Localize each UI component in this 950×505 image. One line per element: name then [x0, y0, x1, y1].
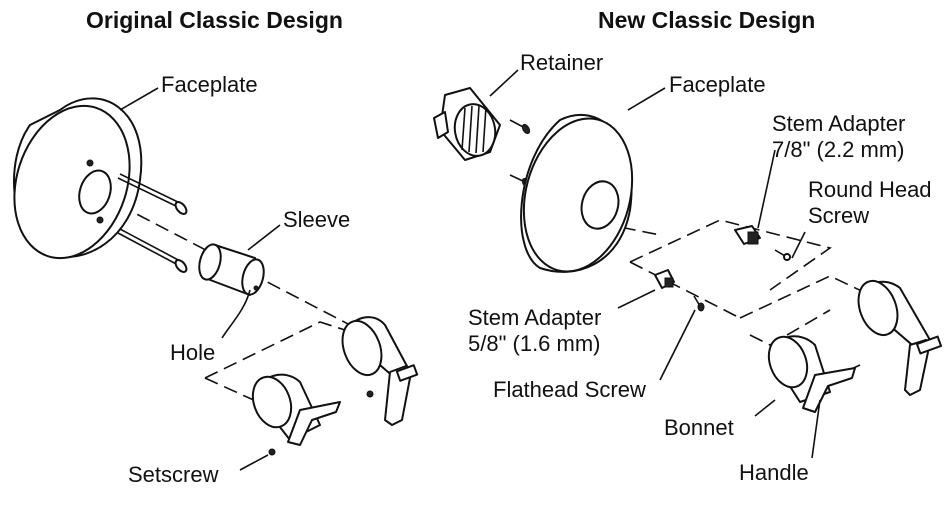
original-faceplate-label: Faceplate	[161, 72, 258, 97]
stem-adapter-small-label-line2: 5/8" (1.6 mm)	[468, 331, 601, 356]
new-cross-handle	[767, 335, 856, 413]
stem-adapter-small-label-line1: Stem Adapter	[468, 305, 602, 330]
original-design-title: Original Classic Design	[86, 7, 343, 33]
round-head-screw-label-line2: Screw	[808, 203, 870, 228]
retainer-part	[433, 87, 501, 161]
original-lever-handle	[341, 316, 419, 426]
stem-adapter-large-label-line1: Stem Adapter	[772, 111, 906, 136]
round-head-screw	[774, 249, 791, 261]
new-design-title: New Classic Design	[598, 7, 816, 33]
original-faceplate	[13, 97, 143, 260]
new-faceplate-label: Faceplate	[669, 72, 766, 97]
hole-label: Hole	[170, 340, 216, 365]
new-faceplate	[520, 114, 634, 273]
bonnet-label: Bonnet	[664, 415, 734, 440]
sleeve-part	[198, 243, 265, 296]
retainer-label: Retainer	[520, 50, 604, 75]
stem-adapter-large	[734, 225, 761, 245]
sleeve-label: Sleeve	[283, 207, 351, 232]
original-long-screws	[117, 173, 188, 273]
stem-adapter-small	[654, 269, 675, 289]
round-head-screw-label-line1: Round Head	[808, 177, 932, 202]
setscrew-label: Setscrew	[128, 462, 219, 487]
new-lever-handle	[857, 279, 943, 396]
flathead-screw	[693, 295, 705, 312]
handle-label: Handle	[739, 460, 809, 485]
new-leaders	[489, 69, 821, 459]
stem-adapter-large-label-line2: 7/8" (2.2 mm)	[772, 137, 905, 162]
original-leaders	[119, 87, 281, 471]
original-cross-handle	[251, 373, 341, 456]
flathead-screw-label: Flathead Screw	[493, 377, 646, 402]
